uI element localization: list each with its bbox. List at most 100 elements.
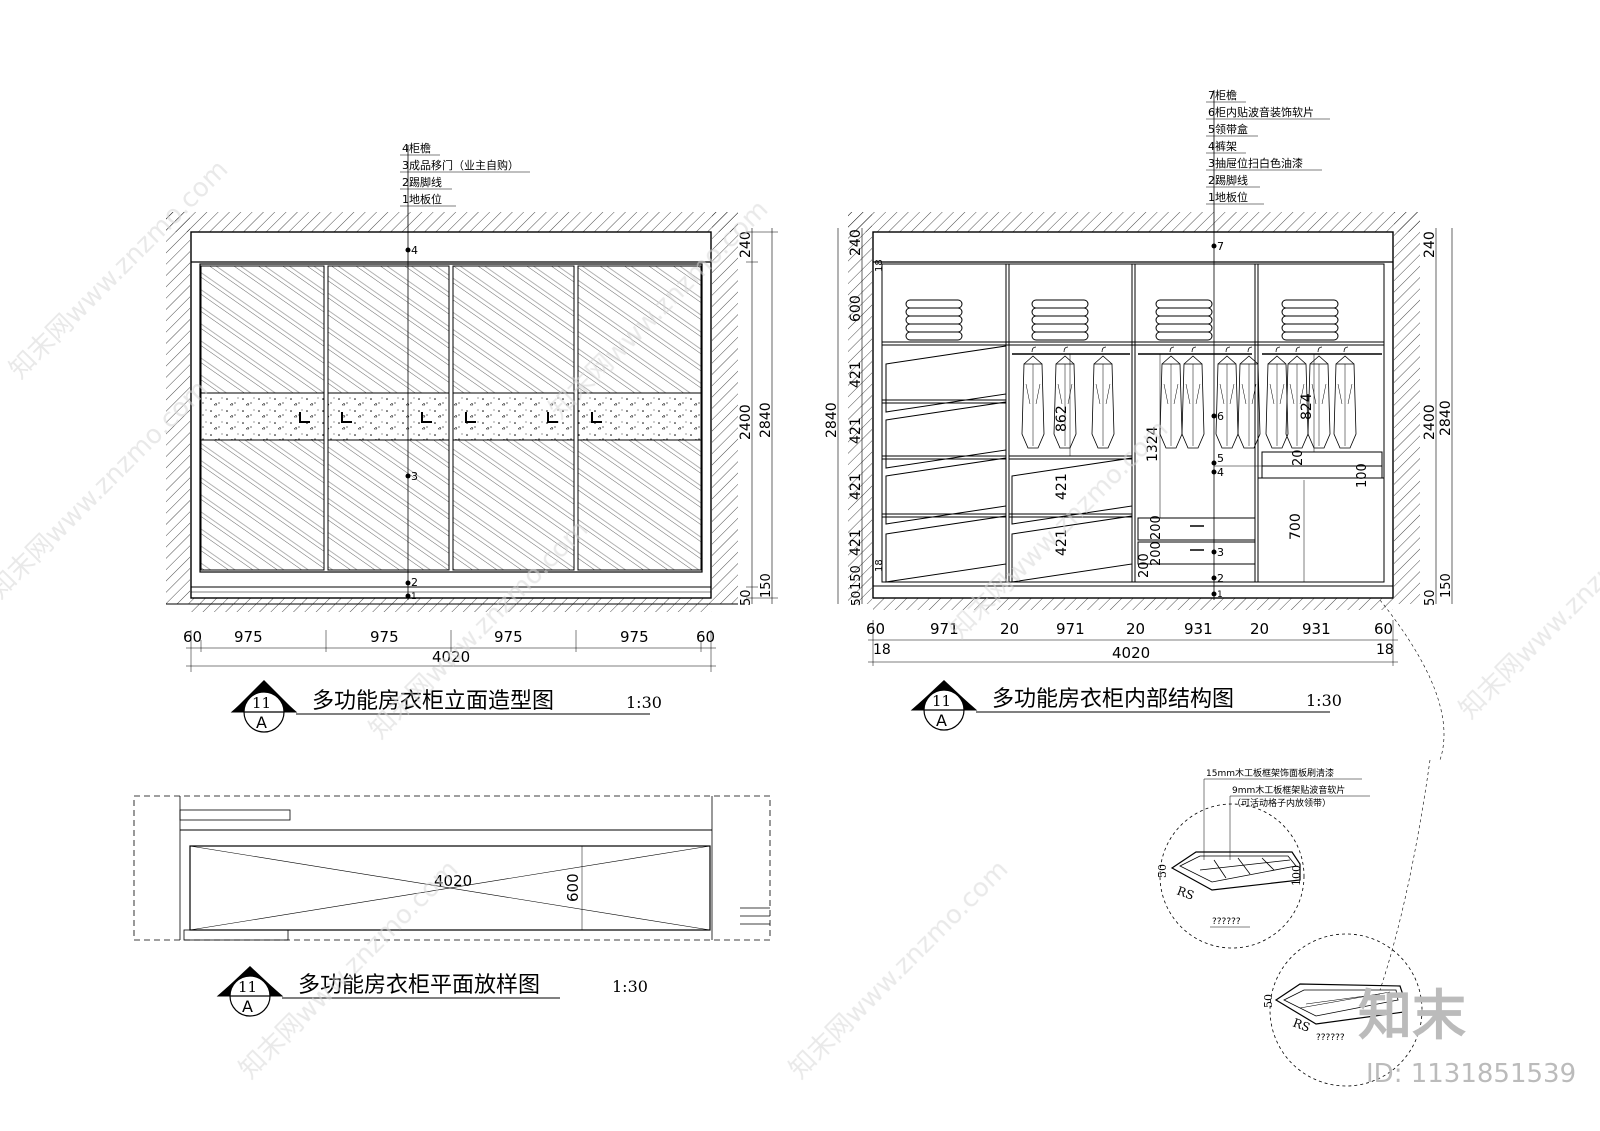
svg-text:4020: 4020 bbox=[432, 648, 470, 666]
svg-text:975: 975 bbox=[234, 628, 263, 646]
elevation-title-block: 11 A 多功能房衣柜立面造型图 1:30 bbox=[230, 680, 662, 733]
svg-text:862: 862 bbox=[1054, 405, 1070, 432]
svg-text:3成品移门（业主自购）: 3成品移门（业主自购） bbox=[402, 158, 519, 172]
svg-text:2400: 2400 bbox=[738, 404, 754, 440]
svg-text:18: 18 bbox=[1376, 642, 1394, 658]
svg-text:RS: RS bbox=[1291, 1016, 1312, 1035]
svg-text:18: 18 bbox=[874, 259, 885, 272]
sliding-doors bbox=[199, 263, 703, 573]
svg-text:RS: RS bbox=[1175, 884, 1196, 903]
svg-text:975: 975 bbox=[370, 628, 399, 646]
interior-inner-dims: 862 1324 824 421 421 200 200 200 700 100… bbox=[1054, 354, 1370, 582]
svg-text:50: 50 bbox=[1423, 589, 1438, 606]
svg-text:975: 975 bbox=[620, 628, 649, 646]
svg-text:60: 60 bbox=[866, 620, 885, 638]
svg-text:1:30: 1:30 bbox=[1306, 691, 1342, 710]
svg-text:2踢脚线: 2踢脚线 bbox=[1208, 173, 1248, 187]
svg-text:150: 150 bbox=[849, 565, 864, 590]
svg-text:4: 4 bbox=[1217, 466, 1224, 479]
svg-text:20: 20 bbox=[1000, 620, 1019, 638]
wall-hatch-top bbox=[166, 212, 738, 232]
interior-title: 多功能房衣柜内部结构图 bbox=[992, 687, 1234, 712]
plan-drawing: 4020 600 11 A 多功能房衣柜平面放样图 1:30 bbox=[133, 795, 771, 1017]
svg-text:421: 421 bbox=[1054, 529, 1070, 556]
svg-text:1地板位: 1地板位 bbox=[1208, 190, 1248, 204]
svg-text:60: 60 bbox=[183, 628, 202, 646]
svg-text:60: 60 bbox=[696, 628, 715, 646]
svg-text:50: 50 bbox=[1262, 994, 1275, 1008]
marker-4: 4 bbox=[411, 244, 418, 257]
svg-text:421: 421 bbox=[1054, 473, 1070, 500]
svg-text:50: 50 bbox=[739, 589, 754, 606]
svg-text:15mm木工板框架饰面板刷清漆: 15mm木工板框架饰面板刷清漆 bbox=[1206, 767, 1334, 779]
svg-text:18: 18 bbox=[873, 642, 891, 658]
wall-hatch-left bbox=[166, 212, 190, 604]
svg-text:240: 240 bbox=[1422, 231, 1438, 258]
svg-text:600: 600 bbox=[848, 295, 864, 322]
svg-text:200: 200 bbox=[1149, 541, 1164, 566]
svg-text:20: 20 bbox=[1291, 449, 1306, 466]
svg-text:100: 100 bbox=[1290, 865, 1303, 886]
svg-text:1:30: 1:30 bbox=[626, 693, 662, 712]
wall-hatch-right bbox=[712, 212, 738, 604]
svg-text:4柜檐: 4柜檐 bbox=[402, 141, 431, 155]
svg-text:20: 20 bbox=[1126, 620, 1145, 638]
interior-title-block: 11 A 多功能房衣柜内部结构图 1:30 bbox=[910, 680, 1342, 731]
tie-box-detail: 15mm木工板框架饰面板刷清漆 9mm木工板框架贴波音软片 （可活动格子内放领带… bbox=[1156, 599, 1445, 1087]
svg-text:7柜檐: 7柜檐 bbox=[1208, 88, 1237, 102]
svg-text:421: 421 bbox=[848, 529, 864, 556]
svg-text:50: 50 bbox=[849, 591, 863, 606]
svg-text:700: 700 bbox=[1288, 513, 1304, 540]
svg-text:知末网www.znzmo.com: 知末网www.znzmo.com bbox=[784, 854, 1015, 1085]
drawing-id: ID: 1131851539 bbox=[1366, 1059, 1576, 1089]
svg-text:2840: 2840 bbox=[824, 402, 840, 438]
svg-text:6: 6 bbox=[1217, 410, 1224, 423]
svg-text:3抽屉位扫白色油漆: 3抽屉位扫白色油漆 bbox=[1208, 156, 1303, 170]
svg-text:知末网www.znzmo.com: 知末网www.znzmo.com bbox=[1454, 494, 1600, 725]
svg-text:100: 100 bbox=[1355, 463, 1370, 488]
svg-text:971: 971 bbox=[1056, 620, 1085, 638]
svg-text:2840: 2840 bbox=[758, 402, 774, 438]
interior-dims-bottom: 60 971 20 971 20 931 20 931 60 18 18 402… bbox=[866, 620, 1398, 666]
interior-leader-labels: 7柜檐 6柜内贴波音装饰软片 5领带盒 4裤架 3抽屉位扫白色油漆 2踢脚线 1… bbox=[1206, 88, 1330, 205]
marker-3: 3 bbox=[411, 470, 418, 483]
svg-text:5: 5 bbox=[1217, 452, 1224, 465]
svg-text:50: 50 bbox=[1156, 864, 1169, 878]
interior-dims-left: 240 18 600 421 421 421 421 18 150 50 284… bbox=[824, 228, 885, 606]
svg-text:1:30: 1:30 bbox=[612, 977, 648, 996]
svg-text:11: 11 bbox=[932, 692, 951, 710]
plan-title: 多功能房衣柜平面放样图 bbox=[298, 973, 540, 998]
svg-text:9mm木工板框架贴波音软片: 9mm木工板框架贴波音软片 bbox=[1232, 784, 1345, 796]
svg-text:5领带盒: 5领带盒 bbox=[1208, 122, 1248, 136]
svg-text:421: 421 bbox=[848, 473, 864, 500]
elevation-drawing: 4 3 2 1 4柜檐 3成品移门（业主自购） 2踢脚线 1地板位 240 24… bbox=[166, 141, 778, 733]
svg-text:150: 150 bbox=[1439, 573, 1454, 598]
svg-text:2840: 2840 bbox=[1438, 400, 1454, 436]
svg-text:（可活动格子内放领带）: （可活动格子内放领带） bbox=[1232, 797, 1331, 809]
svg-text:A: A bbox=[242, 997, 253, 1016]
svg-text:11: 11 bbox=[238, 978, 257, 996]
svg-text:7: 7 bbox=[1217, 240, 1224, 253]
svg-text:975: 975 bbox=[494, 628, 523, 646]
svg-text:1: 1 bbox=[1217, 590, 1223, 600]
svg-text:200: 200 bbox=[1149, 515, 1164, 540]
svg-text:4020: 4020 bbox=[1112, 644, 1150, 662]
svg-text:240: 240 bbox=[738, 231, 754, 258]
svg-text:A: A bbox=[936, 711, 947, 730]
marker-2: 2 bbox=[411, 576, 418, 589]
svg-text:421: 421 bbox=[848, 417, 864, 444]
elevation-dims-bottom: 60 975 975 975 975 60 4020 bbox=[183, 628, 716, 672]
interior-outline bbox=[872, 231, 1394, 599]
svg-text:4020: 4020 bbox=[434, 872, 472, 890]
svg-text:??????: ?????? bbox=[1316, 1033, 1345, 1043]
svg-text:2踢脚线: 2踢脚线 bbox=[402, 175, 442, 189]
svg-text:20: 20 bbox=[1250, 620, 1269, 638]
svg-text:2: 2 bbox=[1217, 572, 1224, 585]
svg-text:1324: 1324 bbox=[1145, 426, 1161, 462]
plan-title-block: 11 A 多功能房衣柜平面放样图 1:30 bbox=[216, 966, 648, 1017]
svg-text:60: 60 bbox=[1374, 620, 1393, 638]
svg-text:A: A bbox=[256, 713, 267, 732]
svg-text:18: 18 bbox=[874, 559, 885, 572]
svg-text:240: 240 bbox=[848, 229, 864, 256]
